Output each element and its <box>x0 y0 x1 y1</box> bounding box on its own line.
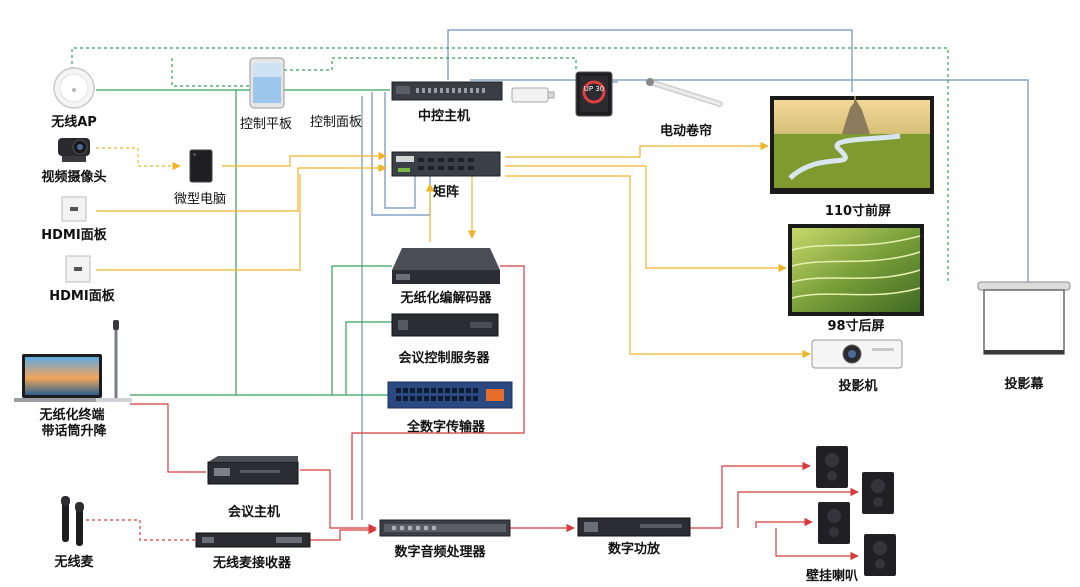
conference-server-device <box>391 313 499 337</box>
conference-host-label: 会议主机 <box>228 504 280 520</box>
central-control-host-label: 中控主机 <box>418 108 470 124</box>
control-line-to-screen <box>470 79 1029 282</box>
wall-speaker-2-device <box>862 472 894 514</box>
conference-host-device <box>207 456 299 485</box>
audio-line-spk-2 <box>737 487 859 528</box>
projection-screen-label: 投影幕 <box>1004 376 1044 392</box>
control-panel-label: 控制面板 <box>310 115 362 130</box>
wall-speaker-label: 壁挂喇叭 <box>806 568 858 584</box>
control-line-top-loop <box>447 29 853 92</box>
video-line-rear <box>505 165 787 273</box>
motorized-curtain-label: 电动卷帘 <box>660 123 712 139</box>
matrix-switcher-label: 矩阵 <box>432 184 459 200</box>
paperless-terminal-label: 无纸化终端 <box>38 407 104 423</box>
audio-line-terminal <box>130 403 206 473</box>
audio-line-confhost <box>300 469 377 533</box>
wireless-mic-label: 无线麦 <box>53 554 94 570</box>
audio-processor-device <box>379 519 511 537</box>
audio-line-spk-4 <box>775 528 859 561</box>
wireless-ap-device <box>53 67 95 109</box>
control-line-host-matrix-right <box>384 92 416 209</box>
hdmi-panel-1-label: HDMI面板 <box>41 227 107 243</box>
amplifier-device <box>577 517 691 537</box>
matrix-switcher-device <box>391 151 501 177</box>
paperless-codec-label: 无纸化编解码器 <box>399 290 492 306</box>
projector-device <box>811 339 903 369</box>
network-line-codec <box>331 265 392 395</box>
video-line-hdmi-2 <box>96 174 301 271</box>
amplifier-label: 数字功放 <box>608 541 661 557</box>
audio-line-spk-1 <box>721 461 811 528</box>
wall-speaker-4-device <box>864 534 896 576</box>
video-line-camera-dashed <box>96 147 181 171</box>
motorized-curtain-device <box>646 78 723 107</box>
central-control-host-device <box>391 81 503 101</box>
rear-screen-98-label: 98寸后屏 <box>827 318 884 334</box>
video-line-hdmi-1 <box>96 163 387 212</box>
network-line-tablet-dashed <box>171 58 250 87</box>
video-camera-device <box>58 138 90 162</box>
network-line-server <box>345 321 392 395</box>
projector-label: 投影机 <box>838 378 877 394</box>
control-touch-panel-readout: UP 30 <box>584 85 604 93</box>
digital-transmitter-label: 全数字传输器 <box>406 419 486 435</box>
control-tablet-label: 控制平板 <box>240 117 292 132</box>
front-screen-110-label: 110寸前屏 <box>825 203 891 219</box>
hdmi-panel-2-device <box>65 255 91 283</box>
control-tablet-device <box>249 57 285 109</box>
audio-processor-label: 数字音频处理器 <box>394 544 486 560</box>
video-line-projector <box>505 175 811 359</box>
audio-line-receiver <box>310 525 377 541</box>
wall-speaker-3-device <box>818 502 850 544</box>
conference-server-label: 会议控制服务器 <box>398 350 490 366</box>
mic-lift-label: 带话筒升降 <box>41 423 107 439</box>
control-touch-panel-device: UP 30 <box>575 71 613 117</box>
hdmi-panel-1-device <box>61 196 87 222</box>
network-line-tablet-to-host <box>284 57 577 72</box>
audio-line-codec-return <box>351 265 525 520</box>
audio-line-mic-dashed <box>86 519 196 541</box>
mini-pc-device <box>189 149 213 183</box>
digital-transmitter-device <box>387 381 513 409</box>
video-line-minipc <box>222 151 387 167</box>
rear-screen-98-device <box>788 224 924 316</box>
mini-pc-label: 微型电脑 <box>174 192 226 207</box>
paperless-terminal-device <box>14 320 132 402</box>
hdmi-panel-2-label: HDMI面板 <box>49 288 115 304</box>
wireless-mic-device <box>61 496 84 546</box>
wireless-receiver-device <box>195 532 311 548</box>
relay-box-device <box>511 87 555 103</box>
network-line-wifi-dashed <box>71 47 949 282</box>
audio-line-spk-3 <box>755 517 813 528</box>
projection-screen-device <box>977 281 1071 355</box>
video-camera-label: 视频摄像头 <box>41 169 106 185</box>
video-line-front <box>505 141 769 158</box>
wireless-receiver-label: 无线麦接收器 <box>212 555 292 571</box>
wall-speaker-1-device <box>816 446 848 488</box>
paperless-codec-device <box>392 248 500 284</box>
connection-lines <box>71 29 1029 561</box>
wireless-ap-label: 无线AP <box>50 114 97 130</box>
front-screen-110-device <box>770 96 934 194</box>
